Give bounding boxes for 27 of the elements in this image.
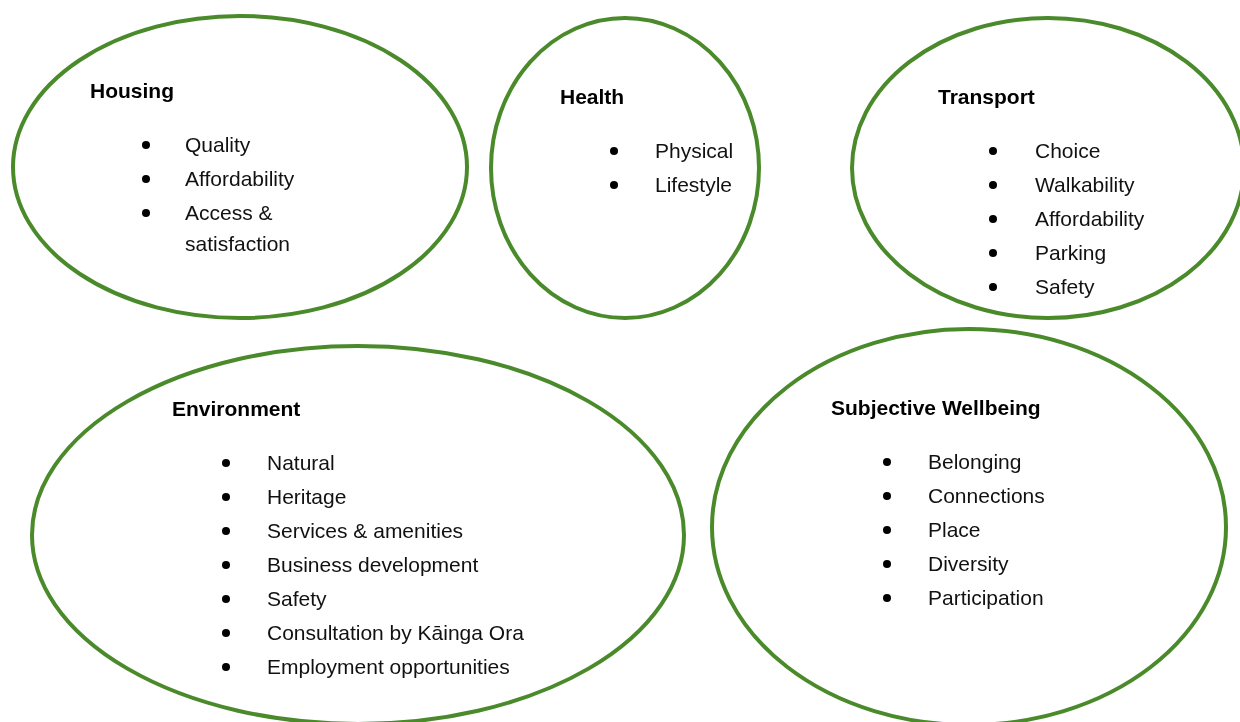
list-item: Safety xyxy=(267,585,328,612)
list-item: Belonging xyxy=(928,448,1023,475)
list-item: Affordability xyxy=(185,165,296,192)
list-item: Choice xyxy=(1035,137,1102,164)
list-item: Access & satisfaction xyxy=(185,199,292,257)
list-item: Physical xyxy=(655,137,735,164)
category-heading: Subjective Wellbeing xyxy=(831,396,1041,420)
list-item: Connections xyxy=(928,482,1046,509)
list-item: Employment opportunities xyxy=(267,653,511,680)
list-item: Quality xyxy=(185,131,252,158)
list-item: Services & amenities xyxy=(267,517,465,544)
list-item: Natural xyxy=(267,449,336,476)
list-item: Safety xyxy=(1035,273,1096,300)
category-heading: Housing xyxy=(90,79,174,103)
list-item: Lifestyle xyxy=(655,171,734,198)
list-item: Walkability xyxy=(1035,171,1136,198)
list-item: Parking xyxy=(1035,239,1108,266)
list-item: Affordability xyxy=(1035,205,1146,232)
list-item: Consultation by Kāinga Ora xyxy=(267,619,525,646)
list-item: Diversity xyxy=(928,550,1010,577)
list-item: Place xyxy=(928,516,982,543)
list-item: Heritage xyxy=(267,483,348,510)
list-item: Business development xyxy=(267,551,480,578)
list-item: Participation xyxy=(928,584,1045,611)
category-heading: Health xyxy=(560,85,625,109)
category-heading: Transport xyxy=(938,85,1035,109)
category-heading: Environment xyxy=(172,397,301,421)
